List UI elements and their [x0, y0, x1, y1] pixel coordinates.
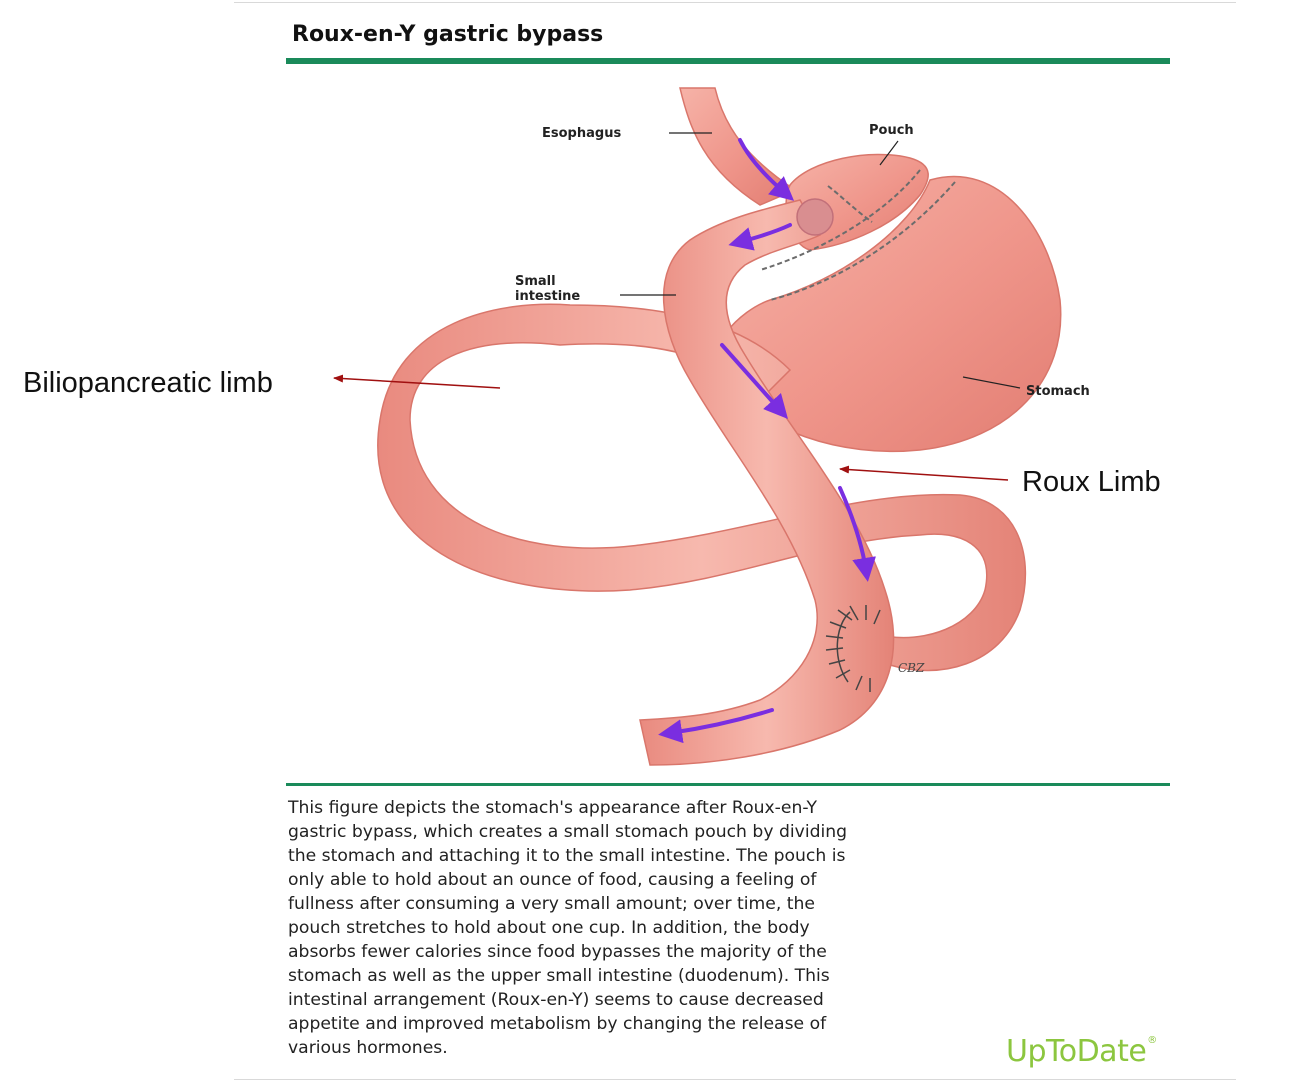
frame-bottom-border	[234, 1079, 1236, 1080]
flow-arrow-pouch	[728, 223, 792, 251]
staple-lines	[759, 169, 956, 301]
suture-marks	[825, 605, 881, 692]
food-flow-arrows	[658, 138, 876, 744]
flow-arrow-roux-2	[838, 486, 876, 582]
label-esophagus: Esophagus	[542, 126, 621, 141]
caption-line: various hormones.	[288, 1038, 448, 1058]
anastomosis-opening	[796, 198, 834, 236]
logo-text: UpToDate	[1006, 1034, 1147, 1069]
caption-rule	[286, 783, 1170, 786]
caption-line: fullness after consuming a very small am…	[288, 894, 815, 914]
flow-arrow-esophagus	[738, 138, 795, 201]
flow-arrow-roux-1	[720, 343, 788, 419]
caption-line: stomach as well as the upper small intes…	[288, 966, 830, 986]
caption-line: pouch stretches to hold about one cup. I…	[288, 918, 810, 938]
caption-line: absorbs fewer calories since food bypass…	[288, 942, 827, 962]
caption-line: This figure depicts the stomach's appear…	[288, 798, 817, 818]
pointer-biliopancreatic-limb	[333, 374, 501, 389]
leader-pouch	[879, 140, 899, 166]
caption-line: gastric bypass, which creates a small st…	[288, 822, 848, 842]
caption-line: intestinal arrangement (Roux-en-Y) seems…	[288, 990, 824, 1010]
figure-caption: This figure depicts the stomach's appear…	[288, 796, 1168, 1060]
roux-limb-shape	[639, 199, 895, 766]
caption-line: only able to hold about an ounce of food…	[288, 870, 817, 890]
artist-initials: CBZ	[898, 661, 925, 675]
caption-line: the stomach and attaching it to the smal…	[288, 846, 846, 866]
label-small-intestine-2: intestine	[515, 289, 580, 304]
caption-line: appetite and improved metabolism by chan…	[288, 1014, 827, 1034]
leader-stomach	[962, 376, 1021, 389]
figure-title: Roux-en-Y gastric bypass	[292, 22, 604, 47]
uptodate-logo: UpToDate®	[1006, 1034, 1157, 1069]
frame-top-border	[234, 2, 1236, 3]
label-small-intestine-1: Small	[515, 274, 556, 289]
flow-arrow-exit	[658, 708, 774, 744]
label-stomach: Stomach	[1026, 384, 1090, 399]
title-rule	[286, 58, 1170, 64]
registered-mark: ®	[1147, 1035, 1157, 1046]
anatomy-illustration: CBZ Esophagus Pouch Small intestine Stom…	[23, 87, 1161, 766]
label-biliopancreatic-limb: Biliopancreatic limb	[23, 367, 273, 399]
label-pouch: Pouch	[869, 123, 914, 138]
pointer-roux-limb	[839, 465, 1009, 481]
label-roux-limb: Roux Limb	[1022, 466, 1161, 498]
